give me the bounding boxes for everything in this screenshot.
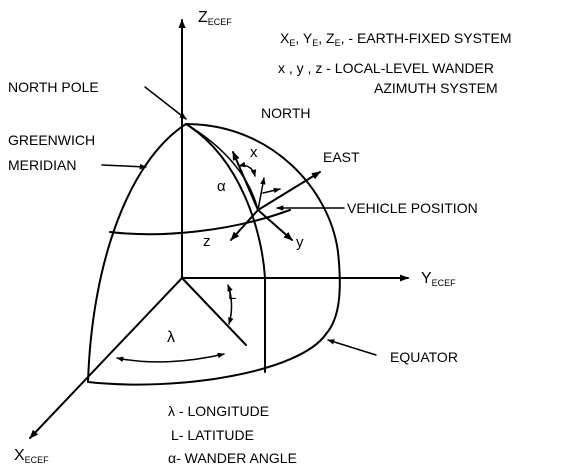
z-ecef-label: ZECEF [198,9,232,27]
z-ecef-sub: ECEF [208,17,233,27]
greenwich-label-2: MERIDIAN [8,157,76,173]
local-x-axis [232,151,259,211]
north-pole-label: NORTH POLE [8,79,99,95]
latitude-parallel [109,209,291,236]
north-pole-leader [144,86,187,120]
alpha-label: α [217,178,226,195]
x-ecef-label: XECEF [14,447,49,465]
key-wander-angle: α- WANDER ANGLE [168,450,297,466]
greenwich-label-1: GREENWICH [8,132,95,148]
position-vector-z [230,209,259,241]
north-label: NORTH [261,105,311,121]
x-ecef-sub: ECEF [25,455,50,465]
radius-to-equator [181,277,247,346]
y-ecef-main: Y [421,270,432,287]
local-x-label: x [250,144,258,161]
x-ecef-axis [29,277,183,439]
key-latitude: L- LATITUDE [171,427,254,443]
greenwich-leader [101,163,147,170]
vertical-up-vector [257,177,266,211]
legend-x-sub: E [289,38,295,48]
x-ecef-main: X [14,447,25,464]
key-longitude: λ - LONGITUDE [168,403,269,419]
vehicle-position-label: VEHICLE POSITION [347,200,478,216]
legend-y-sub: E [312,38,318,48]
vehicle-meridian [185,123,266,373]
equator-arc [87,333,327,386]
greenwich-meridian-arc [87,123,187,383]
vehicle-meridian-inner [185,123,259,211]
north-tick [262,187,281,194]
legend-earth-fixed-text: , - EARTH-FIXED SYSTEM [341,30,512,46]
legend-line-azimuth: AZIMUTH SYSTEM [374,80,498,96]
y-ecef-sub: ECEF [432,278,457,288]
equator-leader [327,339,377,356]
y-ecef-label: YECEF [421,270,456,288]
east-vector [257,171,321,211]
longitude-arc [116,352,225,363]
legend-z: , Z [318,30,335,46]
outer-meridian-arc [185,123,341,335]
local-y-label: y [296,234,304,251]
local-z-label: z [203,233,211,250]
longitude-symbol-label: λ [167,329,175,346]
legend-y: , Y [295,30,313,46]
legend-line-local-level: x , y , z - LOCAL-LEVEL WANDER [278,60,494,76]
equator-label: EQUATOR [390,349,458,365]
latitude-symbol-label: L [228,286,236,303]
legend-x: X [280,30,290,46]
local-y-axis [257,209,293,241]
legend-line-earth-fixed: XE, YE, ZE, - EARTH-FIXED SYSTEM [280,30,511,48]
legend-z-sub: E [335,38,341,48]
wander-angle-arc [238,161,257,177]
z-ecef-main: Z [198,9,208,26]
latitude-arc [227,284,234,325]
east-label: EAST [323,149,360,165]
